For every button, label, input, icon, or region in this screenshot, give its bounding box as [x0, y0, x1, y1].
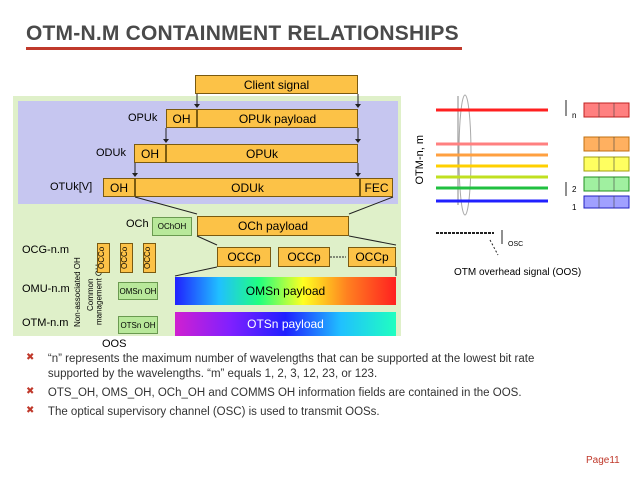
occp-box-2: OCCp — [278, 247, 330, 267]
occp-label-1: OCCp — [227, 250, 261, 264]
otm-nm-label: OTM-n, m — [414, 135, 426, 185]
opuk-oh-label: OH — [172, 111, 191, 126]
fec-box: FEC — [360, 178, 393, 197]
bullet-text-2: OTS_OH, OMS_OH, OCh_OH and COMMS OH info… — [47, 387, 522, 399]
title-underline — [26, 47, 462, 50]
otuk-oh-label: OH — [110, 180, 128, 195]
bullet-list: ✖ “n” represents the maximum number of w… — [26, 352, 586, 420]
otm-row-label: OTM-n.m — [22, 317, 69, 329]
occp-box-1: OCCp — [217, 247, 271, 267]
otsn-payload-band: OTSn payload — [175, 312, 396, 336]
occg-row-label: OCG-n.m — [22, 244, 70, 256]
client-signal-box: Client signal — [195, 75, 358, 94]
occo-box-2: OCCo — [120, 243, 133, 273]
client-signal-label: Client signal — [243, 77, 310, 92]
ochoh-box: OChOH — [152, 217, 192, 236]
lambda-n-label: n — [572, 111, 577, 120]
occp-label-3: OCCp — [355, 250, 389, 264]
oduk-opuk-box: OPUk — [166, 144, 358, 163]
bullet-x-icon: ✖ — [26, 386, 35, 397]
occp-label-2: OCCp — [287, 250, 321, 264]
otuk-row-label: OTUk[V] — [50, 181, 93, 193]
occp-box-3: OCCp — [348, 247, 396, 267]
page-title: OTM-N.M CONTAINMENT RELATIONSHIPS — [26, 22, 459, 45]
oduk-oh-label: OH — [141, 146, 159, 161]
otsn-oh-box: OTSn OH — [118, 316, 158, 334]
page-number: Page11 — [586, 455, 620, 466]
bullet-item: ✖ The optical supervisory channel (OSC) … — [26, 405, 586, 420]
opuk-payload-box: OPUk payload — [197, 109, 358, 128]
bullet-item: ✖ “n” represents the maximum number of w… — [26, 352, 586, 382]
bullet-text-1: “n” represents the maximum number of wav… — [47, 353, 535, 380]
opuk-payload-label: OPUk payload — [238, 111, 317, 126]
oduk-row-label: ODUk — [96, 147, 126, 159]
och-payload-label: OCh payload — [237, 219, 309, 233]
fec-label: FEC — [364, 180, 389, 195]
omu-row-label: OMU-n.m — [22, 283, 70, 295]
oos-label: OOS — [102, 338, 127, 350]
occo-box-3: OCCo — [143, 243, 156, 273]
otsn-payload-label: OTSn payload — [247, 317, 324, 331]
osc-label: OSC — [508, 241, 524, 248]
opuk-row-label: OPUk — [128, 112, 158, 124]
wavelength-diagram — [436, 94, 630, 256]
lambda-1-label: 1 — [572, 203, 577, 212]
och-payload-box: OCh payload — [197, 216, 349, 236]
bullet-item: ✖ OTS_OH, OMS_OH, OCh_OH and COMMS OH in… — [26, 386, 586, 401]
lambda-2-label: 2 — [572, 185, 577, 194]
otuk-oduk-label: ODUk — [231, 180, 264, 195]
bullet-x-icon: ✖ — [26, 405, 35, 416]
omsn-payload-label: OMSn payload — [245, 284, 326, 298]
ochoh-label: OChOH — [157, 222, 187, 231]
occo-box-1: OCCo — [97, 243, 110, 273]
opuk-oh-box: OH — [166, 109, 197, 128]
otsn-oh-label: OTSn OH — [120, 320, 156, 330]
omsn-payload-band: OMSn payload — [175, 277, 396, 305]
otuk-oduk-box: ODUk — [135, 178, 360, 197]
oduk-oh-box: OH — [134, 144, 166, 163]
oos-caption: OTM overhead signal (OOS) — [454, 267, 582, 278]
otuk-oh-box: OH — [103, 178, 135, 197]
omsn-oh-label: OMSn OH — [119, 286, 157, 296]
omsn-oh-box: OMSn OH — [118, 282, 158, 300]
bullet-x-icon: ✖ — [26, 352, 35, 363]
oduk-opuk-label: OPUk — [245, 146, 278, 161]
och-row-label: OCh — [126, 218, 149, 230]
bullet-text-3: The optical supervisory channel (OSC) is… — [47, 406, 380, 418]
